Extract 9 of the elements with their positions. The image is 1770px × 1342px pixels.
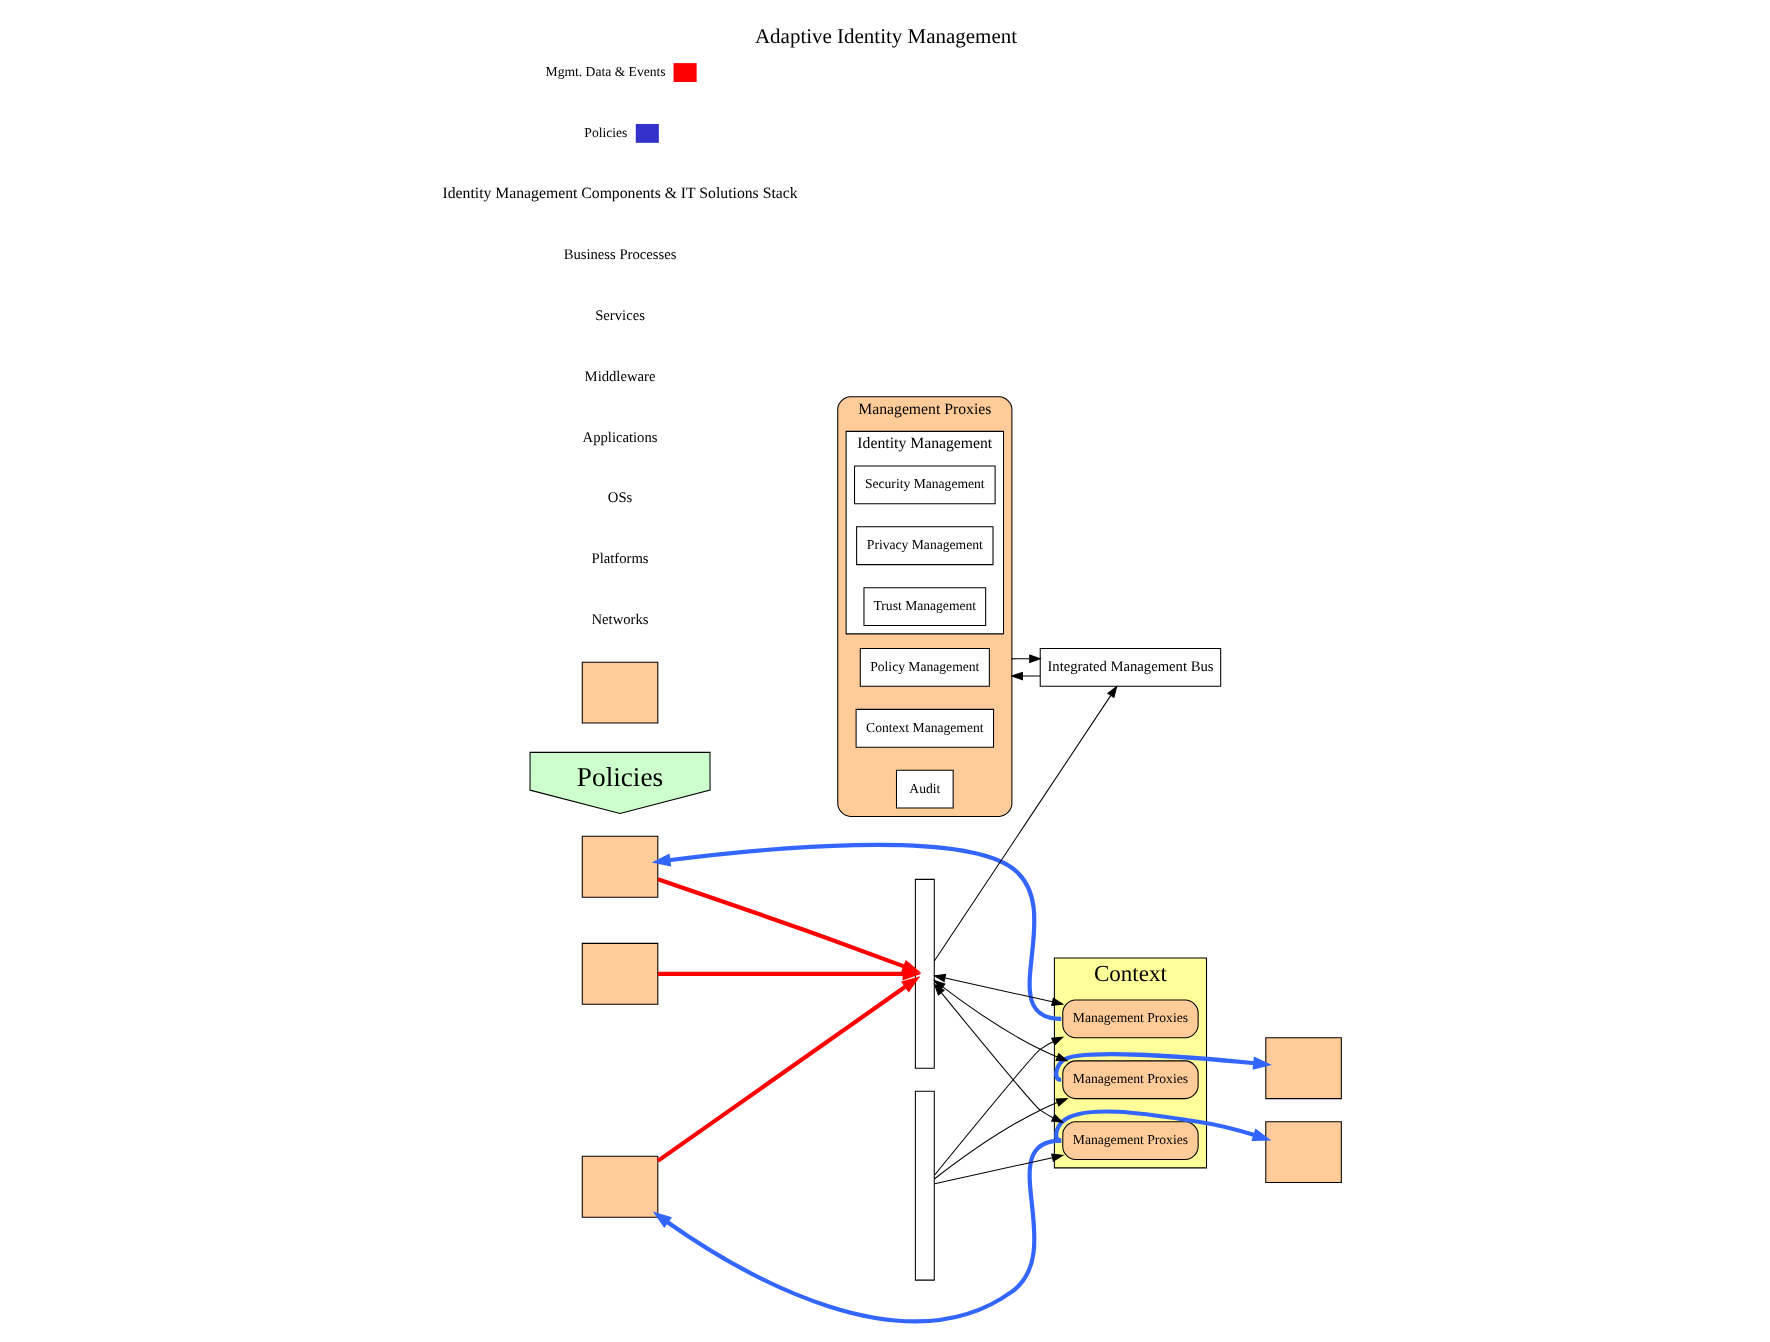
label: OSs — [606, 487, 632, 506]
label: Networks — [590, 609, 648, 628]
diagram-title: Adaptive Identity Management — [753, 26, 1017, 49]
label: Identity Management Components & IT Solutions Stack — [441, 182, 797, 201]
label: Business Processes — [562, 243, 676, 262]
label: Services — [594, 304, 644, 323]
label: Middleware — [583, 365, 655, 384]
label: Platforms — [590, 548, 648, 567]
label: Applications — [581, 426, 657, 445]
